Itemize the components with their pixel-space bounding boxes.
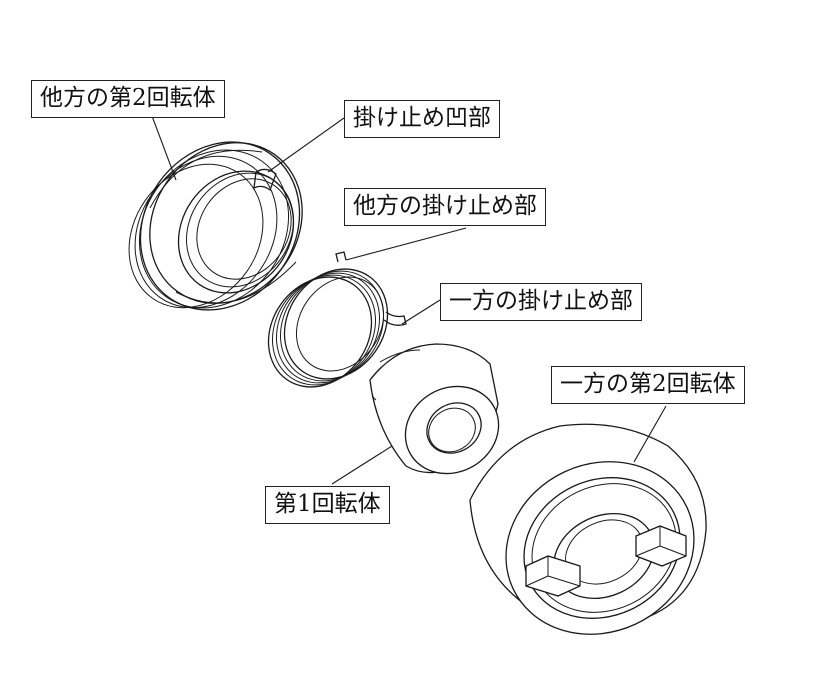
leader-first-rotor	[331, 445, 393, 485]
leader-one-engaging-part	[401, 299, 441, 325]
leader-engaging-recess	[267, 117, 345, 173]
first-rotor-part	[369, 343, 500, 475]
leader-other-second-rotor	[151, 115, 177, 181]
one-second-rotor-part	[469, 423, 707, 635]
label-other-second-rotor: 他方の第2回転体	[31, 80, 225, 118]
other-second-rotor-part	[128, 141, 303, 311]
label-one-second-rotor: 一方の第2回転体	[551, 366, 745, 404]
coil-spring-part	[267, 251, 407, 388]
label-engaging-recess: 掛け止め凹部	[344, 100, 500, 138]
leader-other-engaging-part	[345, 227, 467, 261]
label-other-engaging-part: 他方の掛け止め部	[344, 188, 546, 226]
leader-lines	[151, 115, 667, 485]
leader-one-second-rotor	[633, 405, 667, 463]
label-one-engaging-part: 一方の掛け止め部	[440, 283, 642, 321]
label-first-rotor: 第1回転体	[265, 486, 390, 524]
